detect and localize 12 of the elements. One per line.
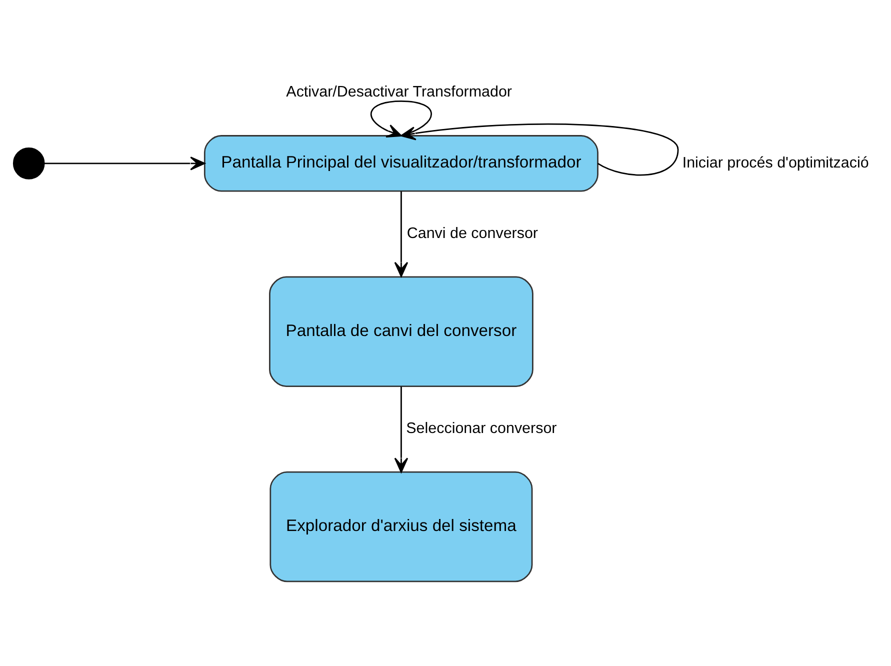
edge-label: Canvi de conversor [406, 224, 538, 242]
node-box: Pantalla de canvi del conversor [269, 276, 534, 387]
arrow [44, 156, 206, 170]
arrow [370, 100, 432, 138]
arrow [394, 191, 408, 277]
node-box: Pantalla Principal del visualitzador/transformador [204, 135, 598, 192]
edge-label: Seleccionar conversor [406, 420, 557, 438]
node-circle [12, 148, 45, 180]
node-box: Explorador d'arxius del sistema [270, 471, 533, 582]
arrow [394, 386, 408, 473]
edge-label: Iniciar procés d'optimització [682, 154, 869, 172]
edge-label: Activar/Desactivar Transformador [286, 84, 512, 101]
